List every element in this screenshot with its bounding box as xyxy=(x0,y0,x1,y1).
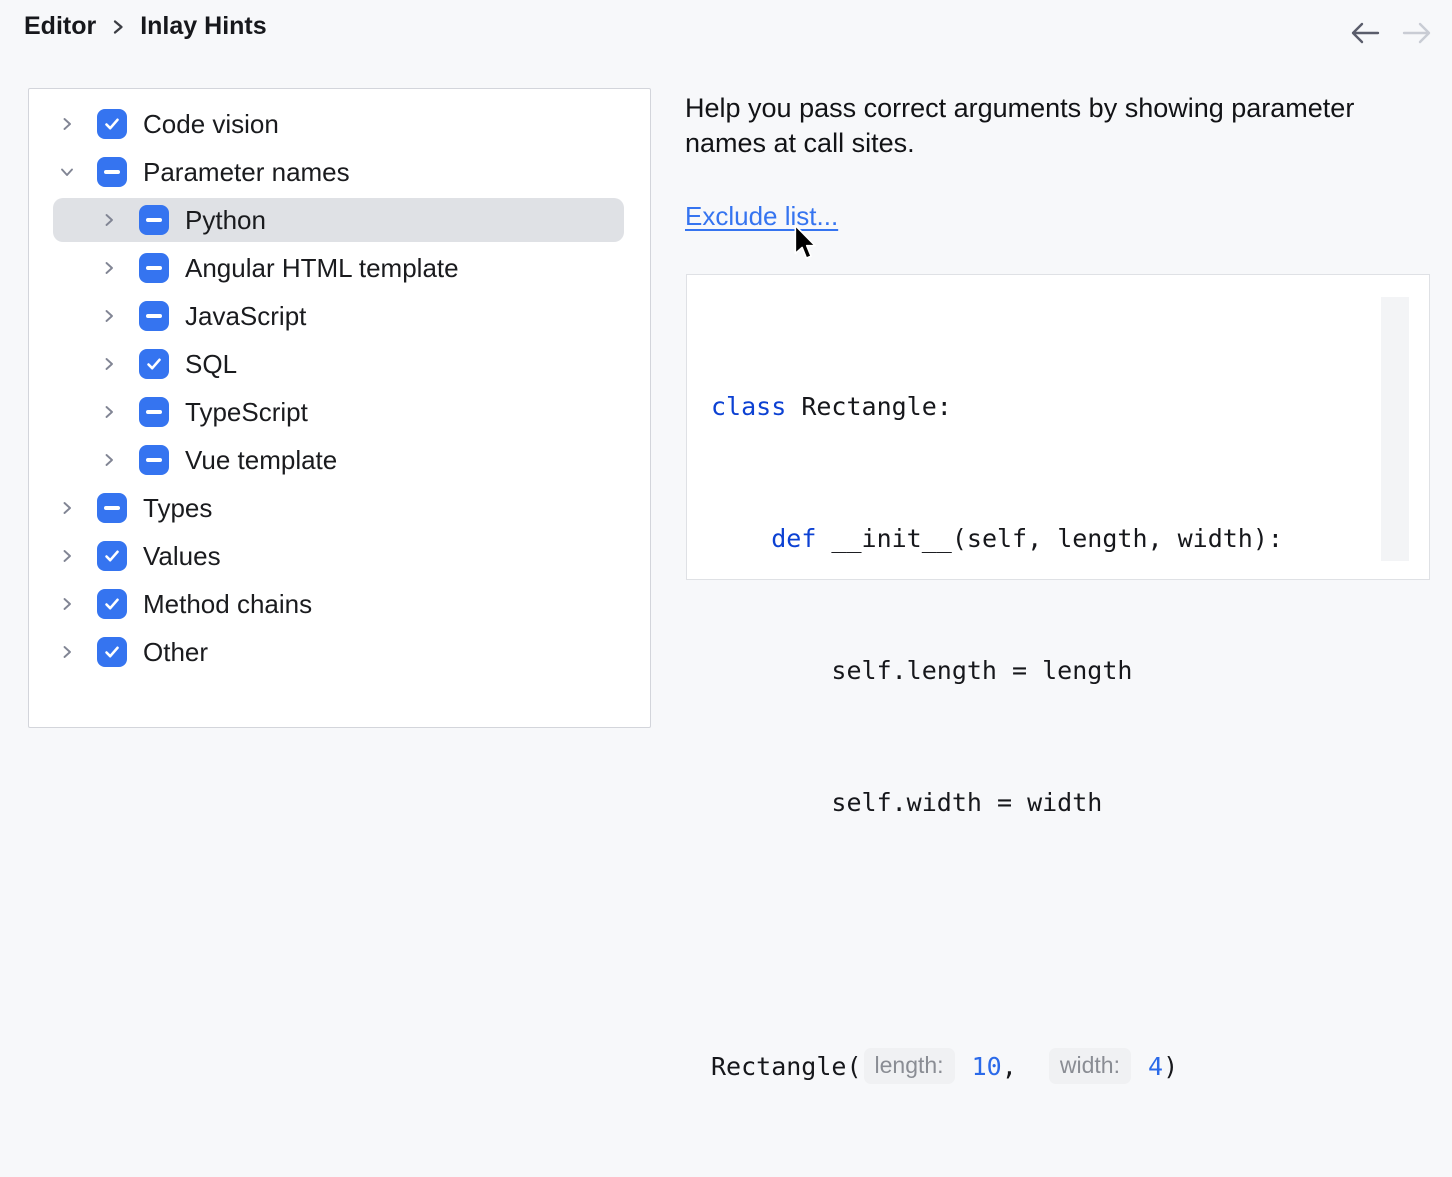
indeterminate-dash-icon xyxy=(146,458,162,462)
checkbox-checked[interactable] xyxy=(97,637,127,667)
tree-label: TypeScript xyxy=(185,396,308,427)
chevron-right-icon[interactable] xyxy=(59,596,75,612)
tree-row-python[interactable]: Python xyxy=(53,198,624,242)
number-literal: 4 xyxy=(1132,1052,1164,1081)
chevron-right-icon[interactable] xyxy=(59,548,75,564)
code-text: Rectangle( xyxy=(711,1052,862,1081)
inlay-hint-width: width: xyxy=(1048,1048,1131,1084)
tree-label: Types xyxy=(143,492,213,523)
chevron-right-icon[interactable] xyxy=(101,212,117,228)
checkbox-indeterminate[interactable] xyxy=(139,253,169,283)
tree-row-vue-template[interactable]: Vue template xyxy=(53,438,624,482)
breadcrumb-item-editor[interactable]: Editor xyxy=(24,12,97,40)
indeterminate-dash-icon xyxy=(146,314,162,318)
tree-label: Parameter names xyxy=(143,156,350,187)
chevron-right-icon[interactable] xyxy=(101,452,117,468)
tree-label: Method chains xyxy=(143,588,313,619)
tree-row-other[interactable]: Other xyxy=(53,630,624,674)
breadcrumb: Editor Inlay Hints xyxy=(24,12,267,41)
code-line-blank xyxy=(711,913,1283,957)
tree-row-sql[interactable]: SQL xyxy=(53,342,624,386)
chevron-down-icon[interactable] xyxy=(59,164,75,180)
tree-row-code-vision[interactable]: Code vision xyxy=(53,102,624,146)
code-preview-panel: class Rectangle: def __init__(self, leng… xyxy=(686,274,1430,1084)
tree-label: Vue template xyxy=(185,444,338,475)
tree-row-method-chains[interactable]: Method chains xyxy=(53,582,624,626)
code-text: ) xyxy=(1163,1052,1179,1081)
number-literal: 10 xyxy=(956,1052,1002,1081)
checkbox-indeterminate[interactable] xyxy=(139,397,169,427)
code-line: class Rectangle: xyxy=(711,385,1283,429)
checkbox-indeterminate[interactable] xyxy=(97,493,127,523)
checkbox-checked[interactable] xyxy=(97,109,127,139)
inlay-hints-tree: Code vision Parameter names Python Angul… xyxy=(28,88,651,728)
indeterminate-dash-icon xyxy=(146,266,162,270)
checkbox-checked[interactable] xyxy=(139,349,169,379)
inlay-hint-length: length: xyxy=(863,1048,955,1084)
exclude-list-link[interactable]: Exclude list... xyxy=(685,201,839,231)
tree-label: SQL xyxy=(185,348,238,379)
tree-label: JavaScript xyxy=(185,300,307,331)
chevron-right-icon[interactable] xyxy=(101,356,117,372)
code-text: __init__(self, length, width): xyxy=(816,524,1283,553)
tree-row-javascript[interactable]: JavaScript xyxy=(53,294,624,338)
chevron-right-icon[interactable] xyxy=(59,500,75,516)
forward-arrow-icon xyxy=(1400,18,1434,48)
indeterminate-dash-icon xyxy=(146,410,162,414)
code-line: self.length = length xyxy=(711,649,1283,693)
breadcrumb-separator-icon xyxy=(110,18,126,36)
chevron-right-icon[interactable] xyxy=(59,644,75,660)
tree-row-types[interactable]: Types xyxy=(53,486,624,530)
tree-label: Values xyxy=(143,540,221,571)
code-line-call: Rectangle(length: 10, width: 4) xyxy=(711,1045,1283,1089)
checkbox-checked[interactable] xyxy=(97,541,127,571)
tree-row-values[interactable]: Values xyxy=(53,534,624,578)
keyword-def: def xyxy=(771,524,817,553)
tree-row-parameter-names[interactable]: Parameter names xyxy=(53,150,624,194)
code-line: def __init__(self, length, width): xyxy=(711,517,1283,561)
setting-description: Help you pass correct arguments by showi… xyxy=(685,93,1355,158)
indeterminate-dash-icon xyxy=(104,506,120,510)
keyword-class: class xyxy=(711,392,787,421)
mouse-pointer-icon xyxy=(793,224,821,267)
chevron-right-icon[interactable] xyxy=(101,404,117,420)
tree-label: Python xyxy=(185,204,266,235)
tree-label: Angular HTML template xyxy=(185,252,459,283)
tree-row-angular-html-template[interactable]: Angular HTML template xyxy=(53,246,624,290)
back-arrow-icon[interactable] xyxy=(1348,18,1382,48)
checkbox-indeterminate[interactable] xyxy=(139,445,169,475)
tree-label: Code vision xyxy=(143,108,279,139)
chevron-right-icon[interactable] xyxy=(101,308,117,324)
checkbox-indeterminate[interactable] xyxy=(97,157,127,187)
history-nav xyxy=(1348,18,1434,48)
checkbox-indeterminate[interactable] xyxy=(139,205,169,235)
indeterminate-dash-icon xyxy=(146,218,162,222)
checkbox-indeterminate[interactable] xyxy=(139,301,169,331)
tree-row-typescript[interactable]: TypeScript xyxy=(53,390,624,434)
chevron-right-icon[interactable] xyxy=(59,116,75,132)
chevron-right-icon[interactable] xyxy=(101,260,117,276)
code-text: self.width = width xyxy=(711,788,1103,817)
tree-label: Other xyxy=(143,636,209,667)
code-text: Rectangle: xyxy=(786,392,952,421)
code-text xyxy=(711,524,771,553)
code-text: self.length = length xyxy=(711,656,1133,685)
checkbox-checked[interactable] xyxy=(97,589,127,619)
breadcrumb-item-inlay-hints: Inlay Hints xyxy=(140,12,267,40)
indeterminate-dash-icon xyxy=(104,170,120,174)
code-sample: class Rectangle: def __init__(self, leng… xyxy=(711,297,1283,1177)
preview-scrollbar[interactable] xyxy=(1381,297,1409,561)
code-line: self.width = width xyxy=(711,781,1283,825)
code-text: , xyxy=(1001,1052,1047,1081)
